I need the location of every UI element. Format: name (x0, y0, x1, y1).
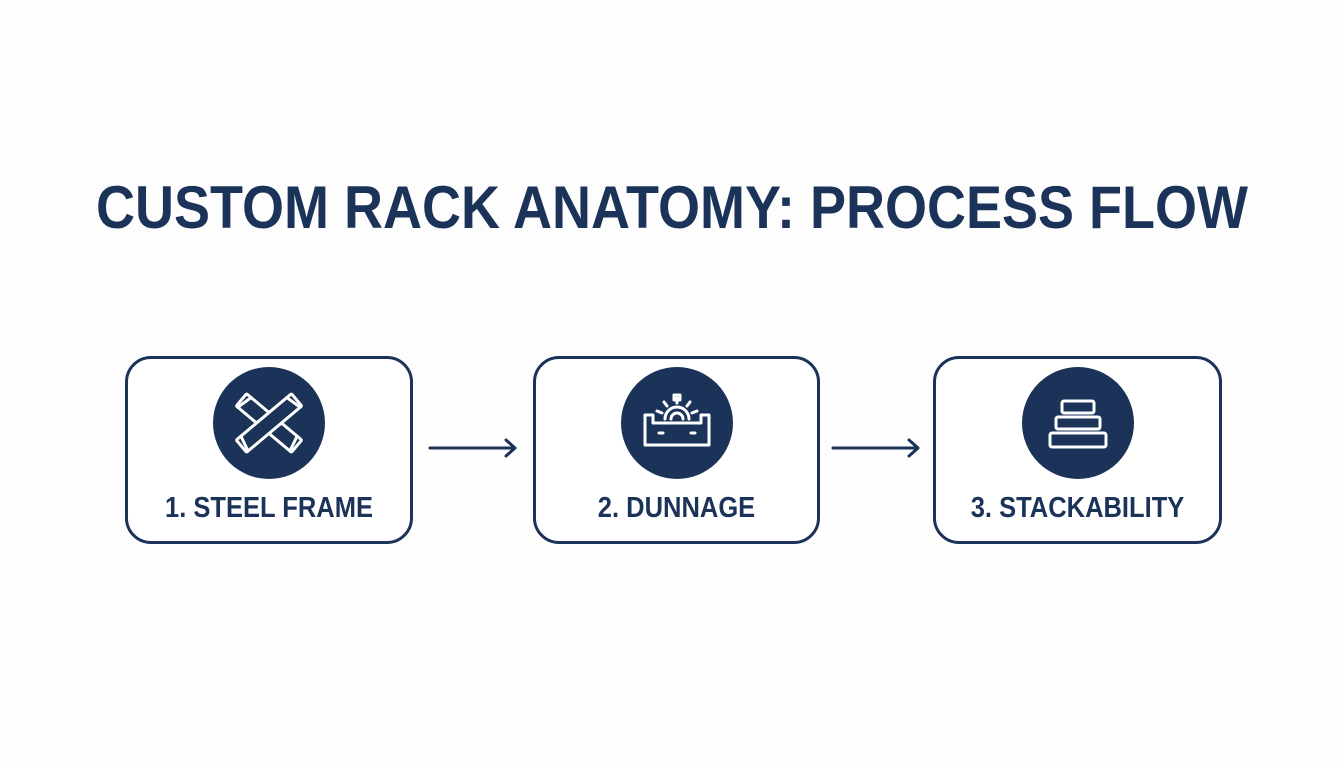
step-label-1: 1. STEEL FRAME (165, 492, 373, 524)
step-label-3: 3. STACKABILITY (970, 492, 1185, 524)
step-steel-frame: 1. STEEL FRAME (125, 356, 413, 544)
stacked-blocks-icon (1021, 367, 1134, 479)
step-dunnage: 2. DUNNAGE (533, 356, 820, 544)
flow-arrow-1 (428, 436, 520, 460)
flow-arrow-2 (831, 436, 923, 460)
step-stackability: 3. STACKABILITY (933, 356, 1222, 544)
diagram-title: CUSTOM RACK ANATOMY: PROCESS FLOW (96, 174, 1248, 241)
step-label-2: 2. DUNNAGE (597, 492, 756, 524)
crossed-beams-icon (213, 367, 325, 479)
gear-tray-icon (620, 367, 733, 479)
